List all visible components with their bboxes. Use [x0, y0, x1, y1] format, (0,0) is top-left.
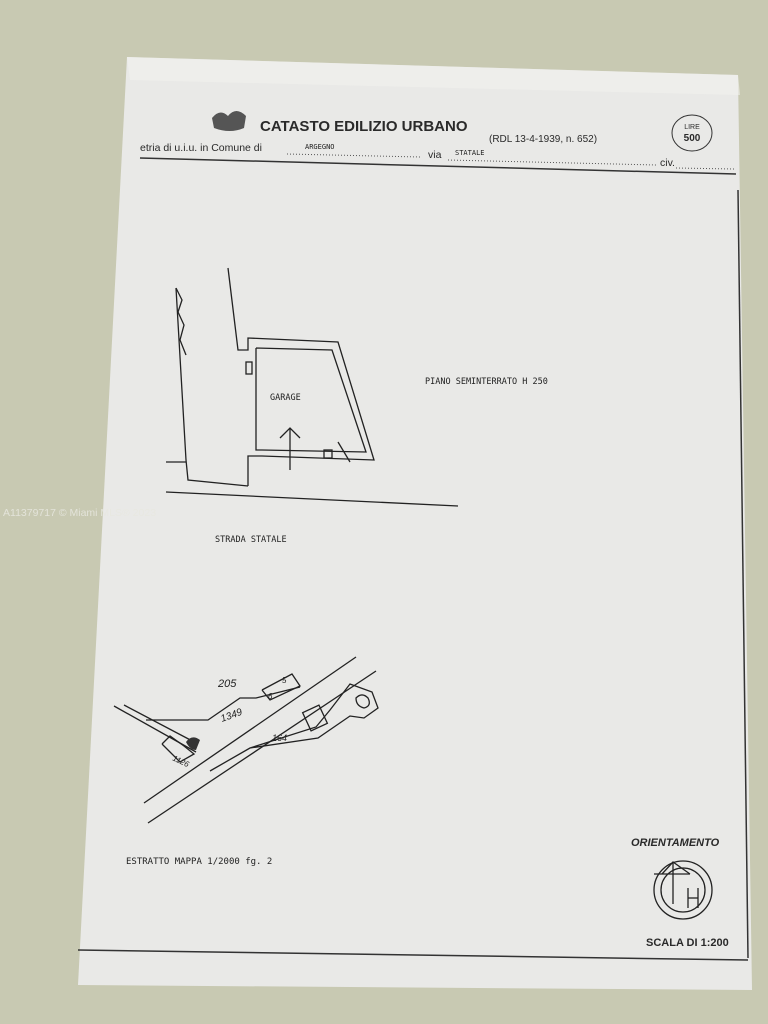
comune-dotted-line [286, 153, 421, 158]
comune-label: etria di u.i.u. in Comune di [140, 142, 262, 154]
parcel-5: 5 [282, 676, 287, 685]
stamp-label: LIRE [684, 124, 700, 131]
map-caption: ESTRATTO MAPPA 1/2000 fg. 2 [126, 857, 272, 867]
hatched-building [186, 737, 200, 750]
scale-label: SCALA DI 1:200 [646, 937, 729, 949]
law-reference: (RDL 13-4-1939, n. 652) [489, 134, 597, 145]
orientation-label: ORIENTAMENTO [631, 837, 720, 849]
parcel-164: 164 [272, 733, 287, 743]
document-title: CATASTO EDILIZIO URBANO [260, 118, 468, 135]
level-label: PIANO SEMINTERRATO H 250 [425, 377, 548, 387]
via-label: via [428, 149, 442, 161]
emblem-icon [212, 111, 246, 131]
frame-right-line [737, 189, 749, 959]
north-compass-icon [653, 860, 713, 920]
stamp-duty-circle [671, 114, 713, 152]
civ-dotted-line [675, 167, 735, 170]
paper-highlight [127, 57, 740, 95]
comune-value: ARGEGNO [305, 143, 335, 151]
street-label: STRADA STATALE [215, 535, 287, 545]
parcel-6: 6 [268, 692, 273, 701]
room-label-garage: GARAGE [270, 393, 301, 403]
via-value: STATALE [455, 149, 485, 157]
paper-sheet [78, 57, 752, 990]
stamp-value: 500 [684, 133, 701, 144]
garage-floor-plan [165, 267, 459, 507]
civ-label: civ. [660, 157, 675, 169]
watermark: A11379717 © Miami MLS® 2023 [3, 507, 156, 519]
frame-bottom-line [77, 949, 749, 961]
header-rule [139, 157, 737, 175]
parcel-205: 205 [217, 678, 237, 690]
cadastral-map-extract [113, 656, 379, 824]
